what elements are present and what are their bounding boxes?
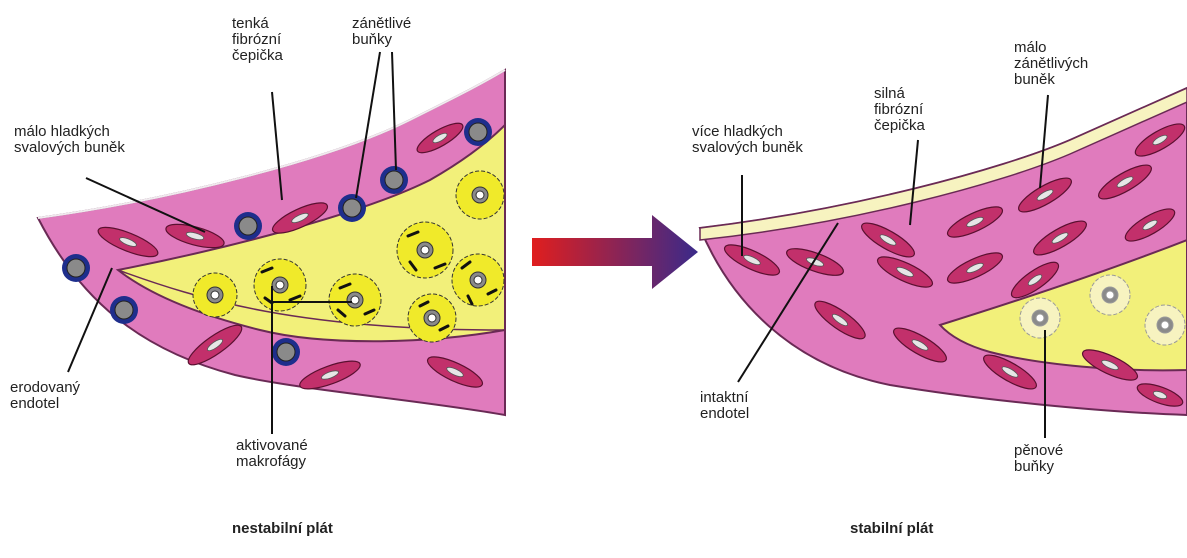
label-more-smooth-muscle: více hladkých svalových buněk bbox=[692, 124, 803, 156]
activated-macrophage bbox=[254, 259, 306, 311]
label-foam-cells: pěnové buňky bbox=[1014, 443, 1063, 475]
inflammatory-cell bbox=[464, 118, 492, 146]
activated-macrophage bbox=[408, 294, 456, 342]
inflammatory-cell bbox=[338, 194, 366, 222]
label-thick-cap: silná fibrózní čepička bbox=[874, 86, 925, 134]
inflammatory-cell bbox=[110, 296, 138, 324]
activated-macrophage bbox=[452, 254, 504, 306]
inflammatory-cell bbox=[62, 254, 90, 282]
activated-macrophage bbox=[397, 222, 453, 278]
label-eroded-endothelium: erodovaný endotel bbox=[10, 380, 80, 412]
foam-cell bbox=[1020, 298, 1060, 338]
label-thin-cap: tenká fibrózní čepička bbox=[232, 16, 283, 64]
transition-arrow bbox=[532, 215, 698, 289]
label-inflammatory-cells: zánětlivé buňky bbox=[352, 16, 411, 48]
label-few-inflammatory: málo zánětlivých buněk bbox=[1014, 40, 1088, 88]
foam-cell bbox=[1090, 275, 1130, 315]
label-activated-macrophages: aktivované makrofágy bbox=[236, 438, 308, 470]
inflammatory-cell bbox=[234, 212, 262, 240]
caption-stable-plaque: stabilní plát bbox=[850, 520, 933, 537]
activated-macrophage bbox=[456, 171, 504, 219]
foam-cell bbox=[1145, 305, 1185, 345]
label-few-smooth-muscle: málo hladkých svalových buněk bbox=[14, 124, 125, 156]
activated-macrophage bbox=[329, 274, 381, 326]
inflammatory-cell bbox=[272, 338, 300, 366]
activated-macrophage bbox=[193, 273, 237, 317]
label-intact-endothelium: intaktní endotel bbox=[700, 390, 749, 422]
caption-unstable-plaque: nestabilní plát bbox=[232, 520, 333, 537]
inflammatory-cell bbox=[380, 166, 408, 194]
